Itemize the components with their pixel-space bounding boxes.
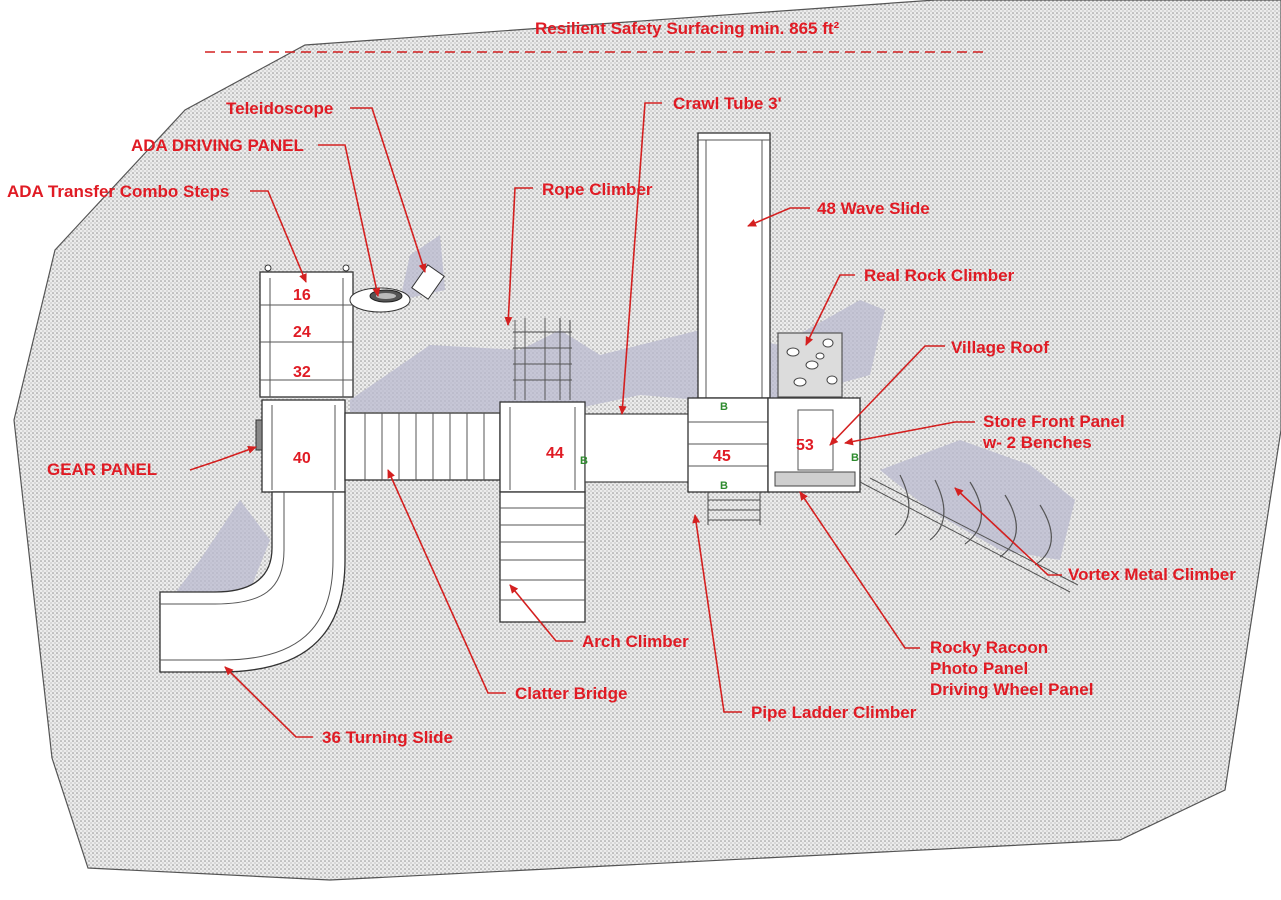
photo-panel-label: Photo Panel — [930, 659, 1028, 678]
deck-label-53: 53 — [796, 437, 814, 454]
b-marker: B — [720, 401, 728, 413]
ada-driving-panel-label: ADA DRIVING PANEL — [131, 136, 304, 155]
b-marker: B — [720, 480, 728, 492]
rope-climber-label: Rope Climber — [542, 180, 653, 199]
turning-slide — [159, 491, 346, 673]
crawl-tube — [584, 413, 691, 483]
b-marker: B — [580, 455, 588, 467]
step-label-32: 32 — [293, 364, 311, 381]
pipe-ladder-climber — [707, 492, 761, 525]
rope-climber — [513, 318, 572, 400]
real-rock-climber — [777, 332, 843, 398]
village-roof-label: Village Roof — [951, 338, 1049, 357]
gear-panel-label: GEAR PANEL — [47, 460, 157, 479]
surfacing-label: Resilient Safety Surfacing min. 865 ft² — [535, 19, 840, 38]
leader-lines — [189, 51, 1062, 738]
wave-slide — [697, 132, 771, 399]
deck-40-structure — [255, 399, 346, 493]
clatter-bridge-label: Clatter Bridge — [515, 684, 627, 703]
teleidoscope-label: Teleidoscope — [226, 99, 333, 118]
ada-transfer-steps-label: ADA Transfer Combo Steps — [7, 182, 229, 201]
deck-53-structure — [767, 397, 861, 493]
arch-climber-label: Arch Climber — [582, 632, 689, 651]
b-marker: B — [851, 452, 859, 464]
deck-label-40: 40 — [293, 450, 311, 467]
real-rock-climber-label: Real Rock Climber — [864, 266, 1015, 285]
deck-45-structure — [687, 397, 769, 493]
turning-slide-label: 36 Turning Slide — [322, 728, 453, 747]
store-front-label: Store Front Panel — [983, 412, 1125, 431]
pipe-ladder-label: Pipe Ladder Climber — [751, 703, 917, 722]
ada-transfer-steps — [259, 264, 354, 398]
vortex-climber-label: Vortex Metal Climber — [1068, 565, 1236, 584]
step-label-16: 16 — [293, 287, 311, 304]
step-label-24: 24 — [293, 324, 311, 341]
deck-label-45: 45 — [713, 448, 731, 465]
clatter-bridge — [344, 412, 501, 481]
deck-label-44: 44 — [546, 445, 564, 462]
arch-climber — [499, 491, 586, 623]
store-front-sublabel: w- 2 Benches — [982, 433, 1092, 452]
wave-slide-label: 48 Wave Slide — [817, 199, 930, 218]
rocky-racoon-label: Rocky Racoon — [930, 638, 1048, 657]
vortex-metal-climber — [859, 474, 1079, 593]
deck-44-structure — [499, 401, 586, 493]
ada-driving-panel — [369, 289, 403, 303]
crawl-tube-label: Crawl Tube 3' — [673, 94, 782, 113]
driving-wheel-panel-label: Driving Wheel Panel — [930, 680, 1093, 699]
